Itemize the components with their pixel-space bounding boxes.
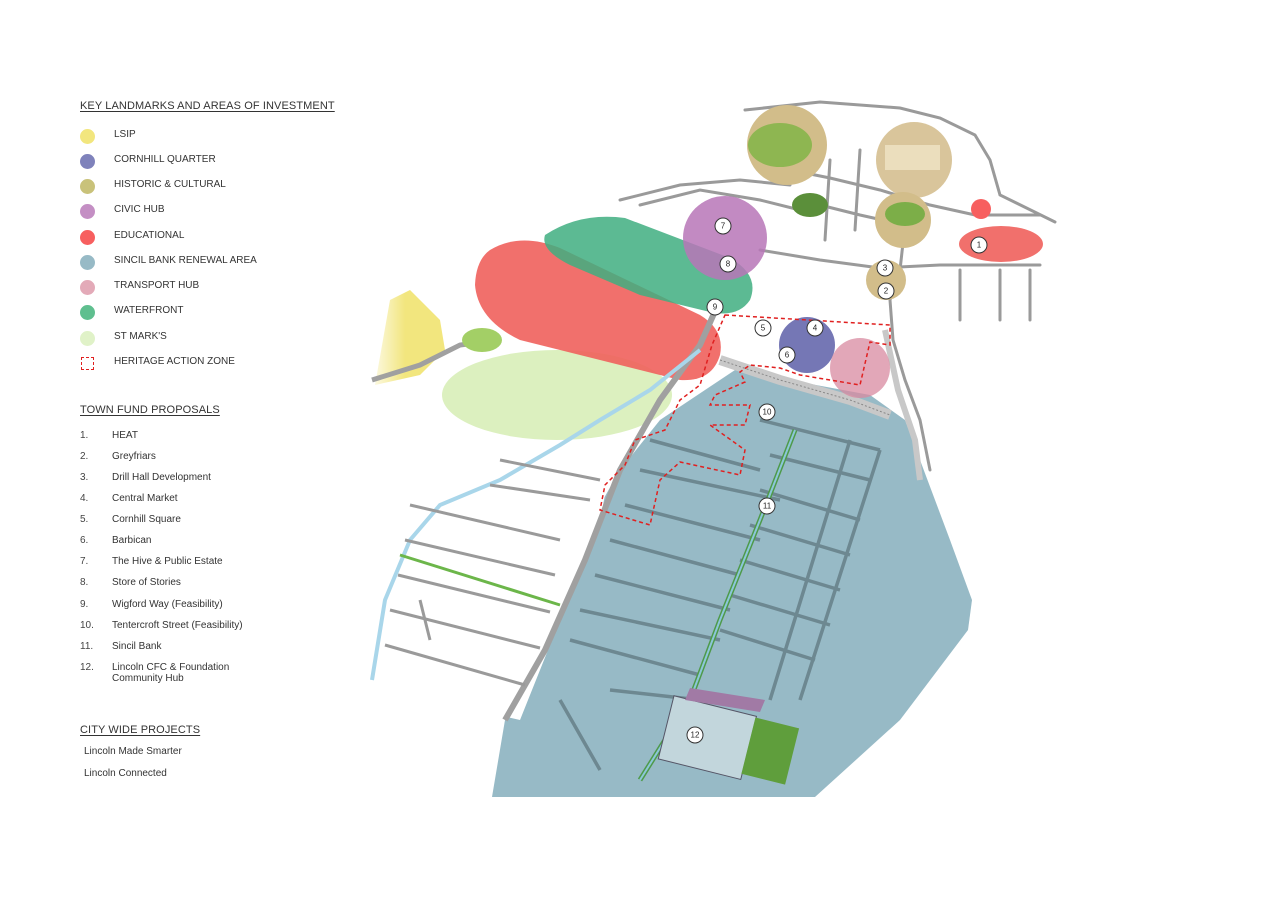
waterfront-area (544, 216, 753, 314)
marker-12: 12 (686, 726, 704, 744)
historic-swatch-icon (80, 178, 95, 194)
key-item-waterfront: WATERFRONT (80, 303, 183, 321)
transport-swatch-icon (80, 279, 95, 295)
proposal-item: 7.The Hive & Public Estate (80, 556, 223, 567)
proposal-item: 2.Greyfriars (80, 451, 156, 462)
marker-3: 3 (876, 259, 894, 277)
key-item-transport: TRANSPORT HUB (80, 278, 199, 296)
marker-11: 11 (758, 497, 776, 515)
proposal-item: 4.Central Market (80, 493, 178, 504)
proposal-item: 1.HEAT (80, 430, 138, 441)
st-marks-area (442, 350, 672, 440)
cornhill-swatch-icon (80, 153, 95, 169)
marker-6: 6 (778, 346, 796, 364)
town-fund-title: TOWN FUND PROPOSALS (80, 404, 220, 416)
waterfront-swatch-icon (80, 304, 95, 320)
key-item-cornhill: CORNHILL QUARTER (80, 152, 216, 170)
st-marks-swatch-icon (80, 330, 95, 346)
marker-10: 10 (758, 403, 776, 421)
key-item-lsip: LSIP (80, 127, 136, 145)
key-item-st-marks: ST MARK'S (80, 329, 167, 347)
lsip-swatch-icon (80, 128, 95, 144)
sincil-swatch-icon (80, 254, 95, 270)
transport-hub-area (830, 338, 890, 398)
marker-7: 7 (714, 217, 732, 235)
city-wide-title: CITY WIDE PROJECTS (80, 724, 201, 736)
marker-2: 2 (877, 282, 895, 300)
educational-swatch-icon (80, 229, 95, 245)
key-item-sincil: SINCIL BANK RENEWAL AREA (80, 253, 257, 271)
key-item-educational: EDUCATIONAL (80, 228, 184, 246)
proposal-item: 3.Drill Hall Development (80, 472, 211, 483)
marker-4: 4 (806, 319, 824, 337)
proposal-item: 9.Wigford Way (Feasibility) (80, 599, 223, 610)
marker-1: 1 (970, 236, 988, 254)
key-item-civic: CIVIC HUB (80, 202, 165, 220)
civic-hub-area (683, 196, 767, 280)
key-item-heritage: HERITAGE ACTION ZONE (80, 354, 235, 372)
marker-8: 8 (719, 255, 737, 273)
marker-9: 9 (706, 298, 724, 316)
heritage-action-zone (599, 314, 891, 526)
proposal-item: 5.Cornhill Square (80, 514, 181, 525)
proposal-item: 11.Sincil Bank (80, 641, 162, 652)
proposal-item: 6.Barbican (80, 535, 152, 546)
key-landmarks-title: KEY LANDMARKS AND AREAS OF INVESTMENT (80, 100, 335, 112)
educational-area (475, 240, 721, 381)
proposal-item: 8.Store of Stories (80, 577, 181, 588)
key-item-historic: HISTORIC & CULTURAL (80, 177, 226, 195)
proposal-item: 10.Tentercroft Street (Feasibility) (80, 620, 243, 631)
city-project-item: Lincoln Made Smarter (84, 746, 182, 757)
civic-swatch-icon (80, 203, 95, 219)
marker-5: 5 (754, 319, 772, 337)
heritage-dashed-square-icon (81, 356, 94, 370)
city-project-item: Lincoln Connected (84, 768, 167, 779)
